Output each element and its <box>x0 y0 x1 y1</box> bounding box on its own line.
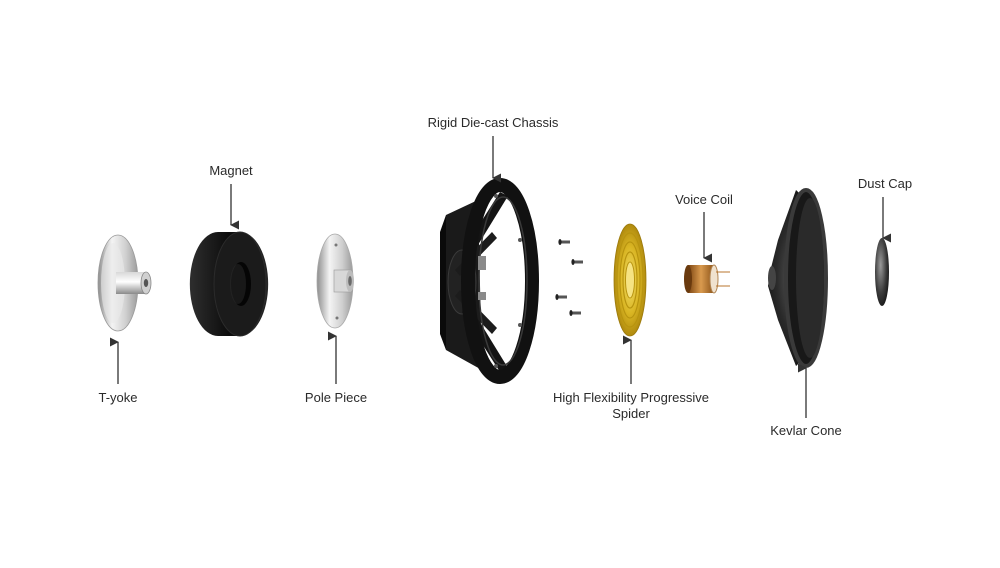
label-pole-piece: Pole Piece <box>304 390 368 405</box>
label-voice-coil: Voice Coil <box>675 192 733 207</box>
screws <box>555 239 583 316</box>
label-spider: High Flexibility Progressive Spider <box>536 390 726 422</box>
label-spider-line1: High Flexibility Progressive <box>552 390 710 405</box>
pole-piece-part <box>316 233 354 329</box>
label-cone: Kevlar Cone <box>770 423 842 438</box>
chassis-part <box>440 178 539 384</box>
label-spider-line2: Spider <box>612 406 650 421</box>
voice-coil-part <box>684 264 730 294</box>
magnet-part <box>189 231 269 337</box>
t-yoke-part <box>97 234 152 332</box>
cone-part <box>768 188 828 368</box>
label-chassis: Rigid Die-cast Chassis <box>427 115 559 130</box>
label-t-yoke: T-yoke <box>98 390 138 405</box>
label-dust-cap: Dust Cap <box>857 176 913 191</box>
spider-part <box>613 223 647 337</box>
dust-cap-part <box>875 238 889 306</box>
label-magnet: Magnet <box>209 163 253 178</box>
arrows <box>109 136 892 418</box>
